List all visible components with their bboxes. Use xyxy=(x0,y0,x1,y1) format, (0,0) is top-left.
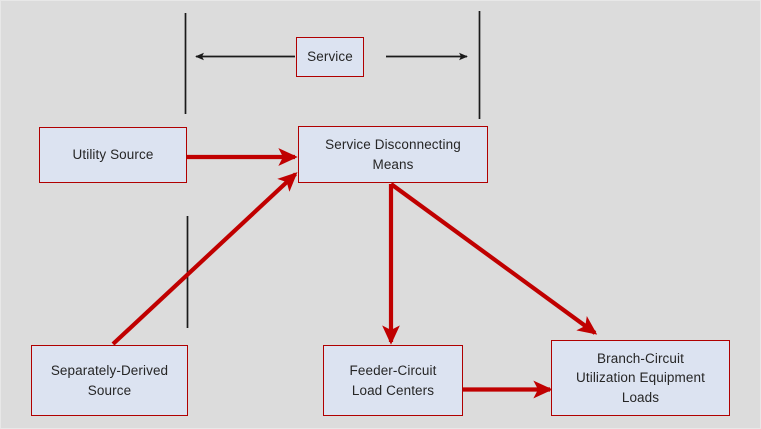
node-service-disconnecting-means[interactable]: Service Disconnecting Means xyxy=(298,126,488,183)
node-service[interactable]: Service xyxy=(296,37,364,77)
node-branch-circuit-loads-label: Branch-Circuit Utilization Equipment Loa… xyxy=(576,350,705,405)
node-separately-derived-source-label: Separately-Derived Source xyxy=(50,362,169,398)
node-feeder-circuit-load-centers-label: Feeder-Circuit Load Centers xyxy=(349,362,437,398)
node-separately-derived-source[interactable]: Separately-Derived Source xyxy=(31,345,188,416)
node-service-disconnecting-means-label: Service Disconnecting Means xyxy=(325,136,461,172)
connector-disconnect-to-branch xyxy=(389,182,598,335)
node-service-label: Service xyxy=(307,49,353,65)
node-utility-source-label: Utility Source xyxy=(72,147,154,163)
node-utility-source[interactable]: Utility Source xyxy=(39,127,187,183)
node-feeder-circuit-load-centers[interactable]: Feeder-Circuit Load Centers xyxy=(323,345,463,416)
connector-separately-derived-to-disconnect xyxy=(111,172,298,346)
node-branch-circuit-loads[interactable]: Branch-Circuit Utilization Equipment Loa… xyxy=(551,340,730,416)
